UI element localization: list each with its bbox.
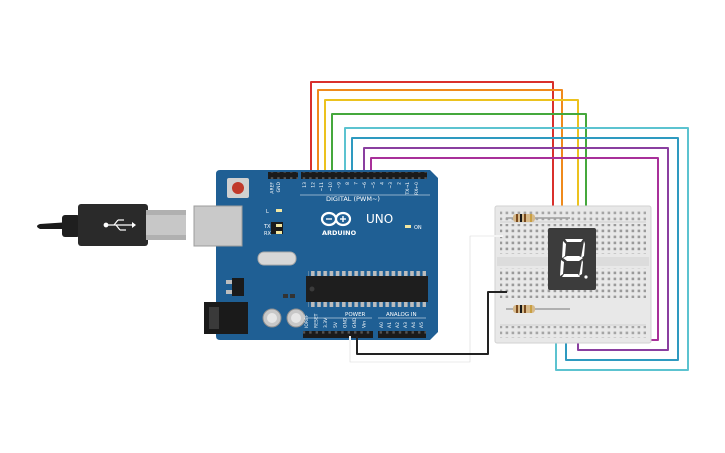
- power-pin-5: GND: [352, 317, 358, 328]
- usb-icon: [103, 219, 136, 231]
- digital-pin-label-12: ~3: [388, 182, 394, 189]
- led-rx: [276, 231, 282, 234]
- digital-label: DIGITAL (PWM~): [326, 195, 380, 203]
- digital-pin-label-8: 7: [354, 182, 360, 185]
- analog-pin-3: A3: [403, 322, 409, 328]
- resistor-bottom[interactable]: [506, 305, 570, 313]
- reset-button[interactable]: [227, 178, 249, 198]
- digital-header[interactable]: [301, 172, 427, 179]
- wire-teal: [344, 127, 689, 371]
- power-pin-2: 3.3V: [323, 317, 329, 328]
- analog-pin-4: A4: [411, 322, 417, 328]
- digital-pin-label-11: 4: [379, 182, 385, 185]
- atmega-chip: [306, 271, 428, 307]
- crystal-oscillator: [257, 251, 297, 266]
- digital-pin-label-4: ~11: [319, 182, 325, 192]
- digital-pin-label-10: ~5: [371, 182, 377, 189]
- model-label: UNO: [366, 212, 393, 226]
- capacitors: [262, 308, 306, 328]
- led-rx-label: RX: [264, 231, 271, 237]
- segment-digit: [560, 239, 588, 279]
- wire-red: [310, 81, 554, 228]
- wire-white-outline: [349, 235, 503, 363]
- usb-jack: [193, 205, 243, 247]
- digital-pin-label-2: 13: [302, 182, 308, 188]
- led-tx: [276, 224, 282, 227]
- power-pin-3: 5V: [333, 321, 339, 328]
- analog-header[interactable]: [378, 331, 426, 338]
- power-pin-4: GND: [342, 317, 348, 328]
- ground-wires[interactable]: [349, 235, 507, 363]
- power-pin-0: IOREF: [304, 314, 310, 328]
- brand-label: ARDUINO: [322, 229, 357, 237]
- wire-blue: [351, 137, 679, 361]
- wire-yellow: [324, 99, 579, 228]
- arduino-logo-icon: [320, 211, 352, 227]
- wire-black: [356, 291, 507, 355]
- digital-pin-label-14: TX→1: [405, 182, 411, 196]
- analog-label: ANALOG IN: [386, 312, 417, 318]
- digital-pin-label-9: ~6: [362, 182, 368, 189]
- digital-pin-label-5: ~10: [328, 182, 334, 192]
- analog-pin-0: A0: [379, 322, 385, 328]
- analog-pin-5: A5: [419, 322, 425, 328]
- led-on: [405, 225, 411, 228]
- resistor-top[interactable]: [506, 214, 570, 222]
- analog-pin-2: A2: [395, 322, 401, 328]
- led-l: [276, 209, 282, 212]
- wire-green: [331, 113, 587, 228]
- analog-pin-1: A1: [387, 322, 393, 328]
- led-on-label: ON: [414, 225, 422, 231]
- digital-pin-label-7: 8: [345, 182, 351, 185]
- usb-cable[interactable]: [37, 204, 186, 246]
- power-label: POWER: [345, 312, 366, 318]
- digital-pin-label-15: RX←0: [414, 182, 420, 195]
- digital-pin-label-3: 12: [311, 182, 317, 188]
- led-tx-label: TX: [263, 224, 271, 230]
- seven-segment-display[interactable]: [548, 228, 596, 290]
- digital-pin-0: AREF: [270, 182, 276, 194]
- digital-pin-1: GND: [276, 181, 282, 192]
- led-l-label: L: [266, 209, 269, 215]
- digital-pin-label-6: ~9: [336, 182, 342, 189]
- digital-pin-label-13: 2: [397, 182, 403, 185]
- power-pin-1: RESET: [314, 313, 320, 328]
- power-pin-6: Vin: [362, 321, 368, 328]
- power-header[interactable]: [303, 331, 373, 338]
